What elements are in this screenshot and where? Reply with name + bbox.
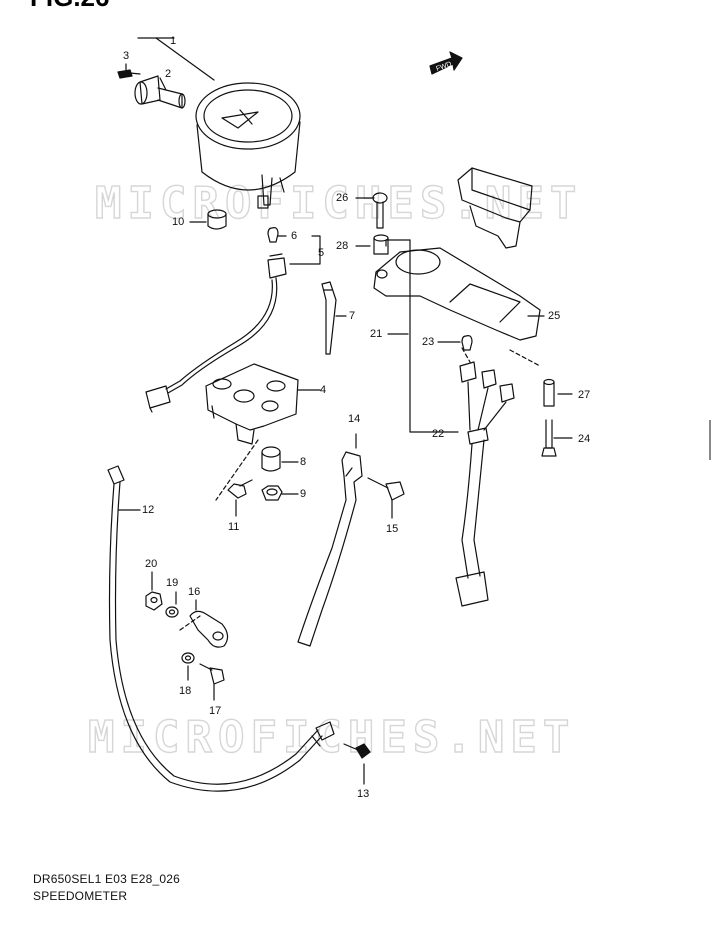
figure-name: SPEEDOMETER <box>33 889 128 903</box>
cable-clamp-16 <box>189 610 229 648</box>
callout-labels: 1 2 3 4 5 6 7 8 9 10 11 12 13 14 15 16 1… <box>123 35 590 800</box>
callout-21: 21 <box>370 328 382 340</box>
callout-1: 1 <box>170 35 176 47</box>
alignment-lines <box>179 347 541 631</box>
bolt-15 <box>367 477 405 501</box>
callout-12: 12 <box>142 504 154 516</box>
collar-27 <box>543 378 555 407</box>
bulb-6 <box>267 227 279 243</box>
cable-guide-14 <box>297 451 363 647</box>
watermark-top: MICROFICHES.NET <box>95 178 582 229</box>
cable-tie-7 <box>321 281 337 355</box>
callout-10: 10 <box>172 216 184 228</box>
screw-3 <box>117 69 141 79</box>
callout-5: 5 <box>318 247 324 259</box>
fwd-arrow-icon <box>429 51 463 75</box>
callout-2: 2 <box>165 68 171 80</box>
callout-6: 6 <box>291 230 297 242</box>
screw-13 <box>343 743 371 759</box>
bolt-11 <box>227 479 253 499</box>
screw-17 <box>199 663 225 685</box>
callout-7: 7 <box>349 310 355 322</box>
callout-4: 4 <box>320 384 326 396</box>
nut-9 <box>261 485 283 501</box>
callout-24: 24 <box>578 433 590 445</box>
speedometer-gauge <box>195 82 301 209</box>
callout-27: 27 <box>578 389 590 401</box>
callout-13: 13 <box>357 788 369 800</box>
indicator-wiring-22 <box>455 361 515 607</box>
figure-code: DR650SEL1 E03 E28_026 <box>33 872 180 886</box>
callout-9: 9 <box>300 488 306 500</box>
callout-11: 11 <box>228 521 239 533</box>
callout-14: 14 <box>348 413 360 425</box>
callout-15: 15 <box>386 523 398 535</box>
callout-19: 19 <box>166 577 178 589</box>
callout-26: 26 <box>336 192 348 204</box>
lamp-socket-wire-5 <box>145 253 287 413</box>
cushion-8 <box>261 446 281 472</box>
speedometer-cable-12 <box>107 465 335 792</box>
callout-23: 23 <box>422 336 434 348</box>
callout-28: 28 <box>336 240 348 252</box>
indicator-housing-25 <box>373 247 541 341</box>
meter-bracket-4 <box>205 363 299 445</box>
callout-20: 20 <box>145 558 157 570</box>
leader-lines <box>117 37 573 785</box>
callout-17: 17 <box>209 705 221 717</box>
nut-20 <box>145 591 163 611</box>
callout-25: 25 <box>548 310 560 322</box>
callout-22: 22 <box>432 428 444 440</box>
callout-8: 8 <box>300 456 306 468</box>
callout-16: 16 <box>188 586 200 598</box>
indicator-lens <box>457 167 533 249</box>
grommet-10 <box>207 209 227 230</box>
trip-reset-knob <box>134 75 186 109</box>
watermark-bottom: MICROFICHES.NET <box>88 712 575 763</box>
callout-3: 3 <box>123 50 129 62</box>
washer-19 <box>165 606 179 618</box>
washer-18 <box>181 652 195 664</box>
screw-24 <box>541 419 557 457</box>
callout-18: 18 <box>179 685 191 697</box>
bulb-23 <box>461 335 473 351</box>
collar-28 <box>373 234 389 255</box>
figure-title: FIG.26 <box>30 0 109 13</box>
